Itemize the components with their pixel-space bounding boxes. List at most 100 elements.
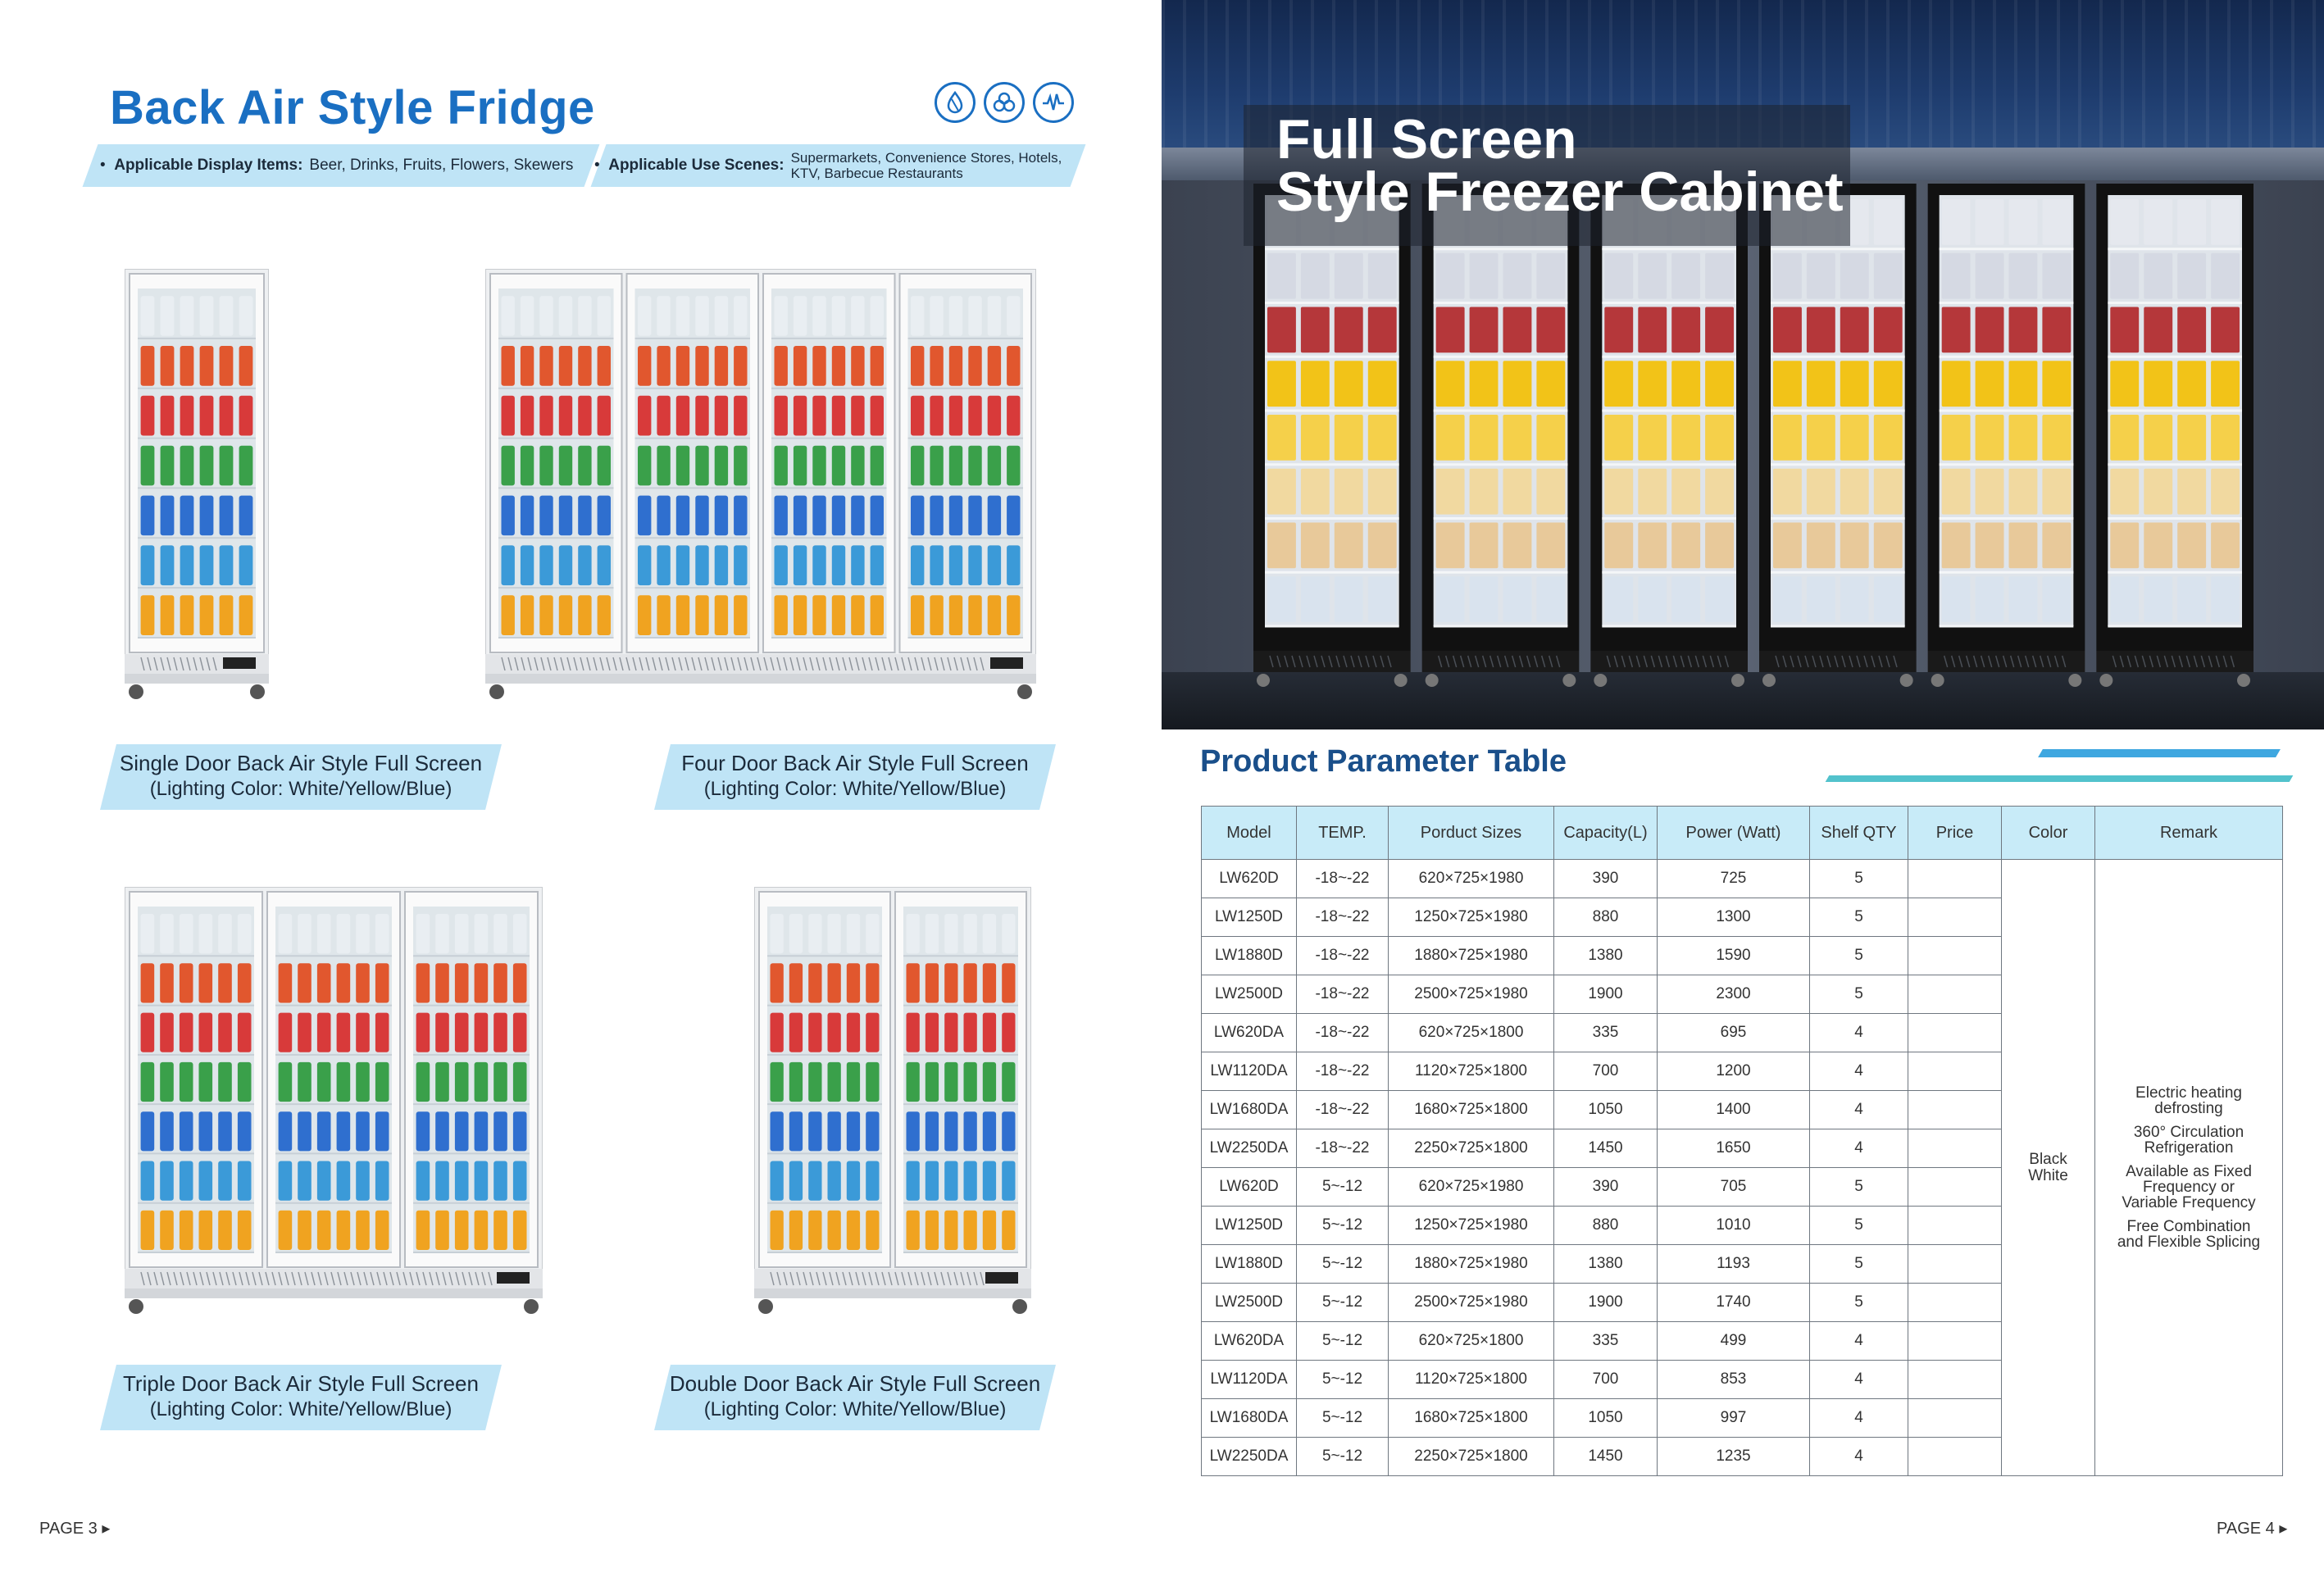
cell-temp: -18~-22 (1296, 898, 1389, 937)
cell-price (1908, 859, 2002, 898)
header-capacity: Capacity(L) (1553, 806, 1658, 860)
cell-capacity: 1380 (1553, 936, 1658, 975)
cell-price (1908, 1013, 2002, 1052)
cell-power: 1010 (1657, 1206, 1810, 1245)
cell-sizes: 1120×725×1800 (1388, 1360, 1554, 1399)
page-title: Back Air Style Fridge (110, 81, 595, 134)
cell-power: 997 (1657, 1398, 1810, 1438)
cell-power: 2300 (1657, 975, 1810, 1014)
header-model: Model (1201, 806, 1297, 860)
cell-model: LW1880D (1201, 1244, 1297, 1284)
cell-shelf-qty: 5 (1809, 898, 1908, 937)
cell-model: LW1250D (1201, 1206, 1297, 1245)
cell-model: LW2500D (1201, 975, 1297, 1014)
cell-shelf-qty: 5 (1809, 975, 1908, 1014)
cell-sizes: 2500×725×1980 (1388, 1283, 1554, 1322)
cell-sizes: 1880×725×1980 (1388, 1244, 1554, 1284)
cell-shelf-qty: 5 (1809, 1167, 1908, 1207)
cell-sizes: 1250×725×1980 (1388, 898, 1554, 937)
cell-capacity: 335 (1553, 1321, 1658, 1361)
cell-model: LW1680DA (1201, 1090, 1297, 1129)
cell-power: 853 (1657, 1360, 1810, 1399)
cell-sizes: 620×725×1800 (1388, 1013, 1554, 1052)
cell-capacity: 700 (1553, 1360, 1658, 1399)
parameter-table: Model TEMP. Porduct Sizes Capacity(L) Po… (1201, 806, 2283, 1476)
cell-temp: -18~-22 (1296, 975, 1389, 1014)
cell-shelf-qty: 5 (1809, 1244, 1908, 1284)
cell-temp: 5~-12 (1296, 1244, 1389, 1284)
cell-capacity: 1050 (1553, 1398, 1658, 1438)
freezer-hero-photo: Full Screen Style Freezer Cabinet (1162, 0, 2324, 729)
cell-sizes: 2250×725×1800 (1388, 1437, 1554, 1476)
cell-shelf-qty: 4 (1809, 1437, 1908, 1476)
cell-temp: 5~-12 (1296, 1398, 1389, 1438)
cell-sizes: 1680×725×1800 (1388, 1090, 1554, 1129)
cell-power: 1400 (1657, 1090, 1810, 1129)
header-remark: Remark (2094, 806, 2283, 860)
cell-price (1908, 1437, 2002, 1476)
cell-temp: 5~-12 (1296, 1321, 1389, 1361)
caption-double-door: Double Door Back Air Style Full Screen (… (654, 1365, 1056, 1430)
cell-capacity: 335 (1553, 1013, 1658, 1052)
cell-shelf-qty: 4 (1809, 1090, 1908, 1129)
cell-power: 725 (1657, 859, 1810, 898)
page-number-right: PAGE 4 ▸ (2217, 1520, 2288, 1538)
caption-single-door: Single Door Back Air Style Full Screen (… (100, 744, 502, 810)
cell-power: 499 (1657, 1321, 1810, 1361)
right-page: Full Screen Style Freezer Cabinet Produc… (1162, 0, 2324, 1577)
header-sizes: Porduct Sizes (1388, 806, 1554, 860)
use-scenes: • Applicable Use Scenes: Supermarkets, C… (594, 150, 1062, 181)
cell-price (1908, 1360, 2002, 1399)
cell-temp: 5~-12 (1296, 1437, 1389, 1476)
cell-power: 1590 (1657, 936, 1810, 975)
cell-price (1908, 1398, 2002, 1438)
cell-price (1908, 1244, 2002, 1284)
cell-temp: 5~-12 (1296, 1167, 1389, 1207)
parameter-table-title: Product Parameter Table (1200, 744, 1567, 779)
header-shelf-qty: Shelf QTY (1809, 806, 1908, 860)
cell-capacity: 880 (1553, 1206, 1658, 1245)
cell-price (1908, 1283, 2002, 1322)
cell-model: LW2500D (1201, 1283, 1297, 1322)
cell-temp: -18~-22 (1296, 859, 1389, 898)
cell-shelf-qty: 4 (1809, 1013, 1908, 1052)
cell-temp: -18~-22 (1296, 1052, 1389, 1091)
cell-price (1908, 1129, 2002, 1168)
header-power: Power (Watt) (1657, 806, 1810, 860)
cell-power: 695 (1657, 1013, 1810, 1052)
frequency-wave-icon (1033, 82, 1074, 123)
cell-model: LW1880D (1201, 936, 1297, 975)
cell-temp: -18~-22 (1296, 936, 1389, 975)
hero-title: Full Screen Style Freezer Cabinet (1276, 108, 1844, 223)
cell-capacity: 1050 (1553, 1090, 1658, 1129)
cell-sizes: 620×725×1980 (1388, 1167, 1554, 1207)
cell-model: LW620D (1201, 859, 1297, 898)
cell-sizes: 2250×725×1800 (1388, 1129, 1554, 1168)
cell-capacity: 1450 (1553, 1129, 1658, 1168)
cell-price (1908, 1206, 2002, 1245)
cell-model: LW1680DA (1201, 1398, 1297, 1438)
cell-temp: -18~-22 (1296, 1090, 1389, 1129)
cell-capacity: 1900 (1553, 1283, 1658, 1322)
cell-sizes: 1120×725×1800 (1388, 1052, 1554, 1091)
cell-price (1908, 1167, 2002, 1207)
cell-shelf-qty: 4 (1809, 1052, 1908, 1091)
cell-shelf-qty: 4 (1809, 1129, 1908, 1168)
double-door-fridge-image (754, 887, 1031, 1318)
cell-power: 1650 (1657, 1129, 1810, 1168)
cell-shelf-qty: 4 (1809, 1398, 1908, 1438)
cell-capacity: 390 (1553, 1167, 1658, 1207)
cell-price (1908, 1052, 2002, 1091)
cell-temp: -18~-22 (1296, 1129, 1389, 1168)
